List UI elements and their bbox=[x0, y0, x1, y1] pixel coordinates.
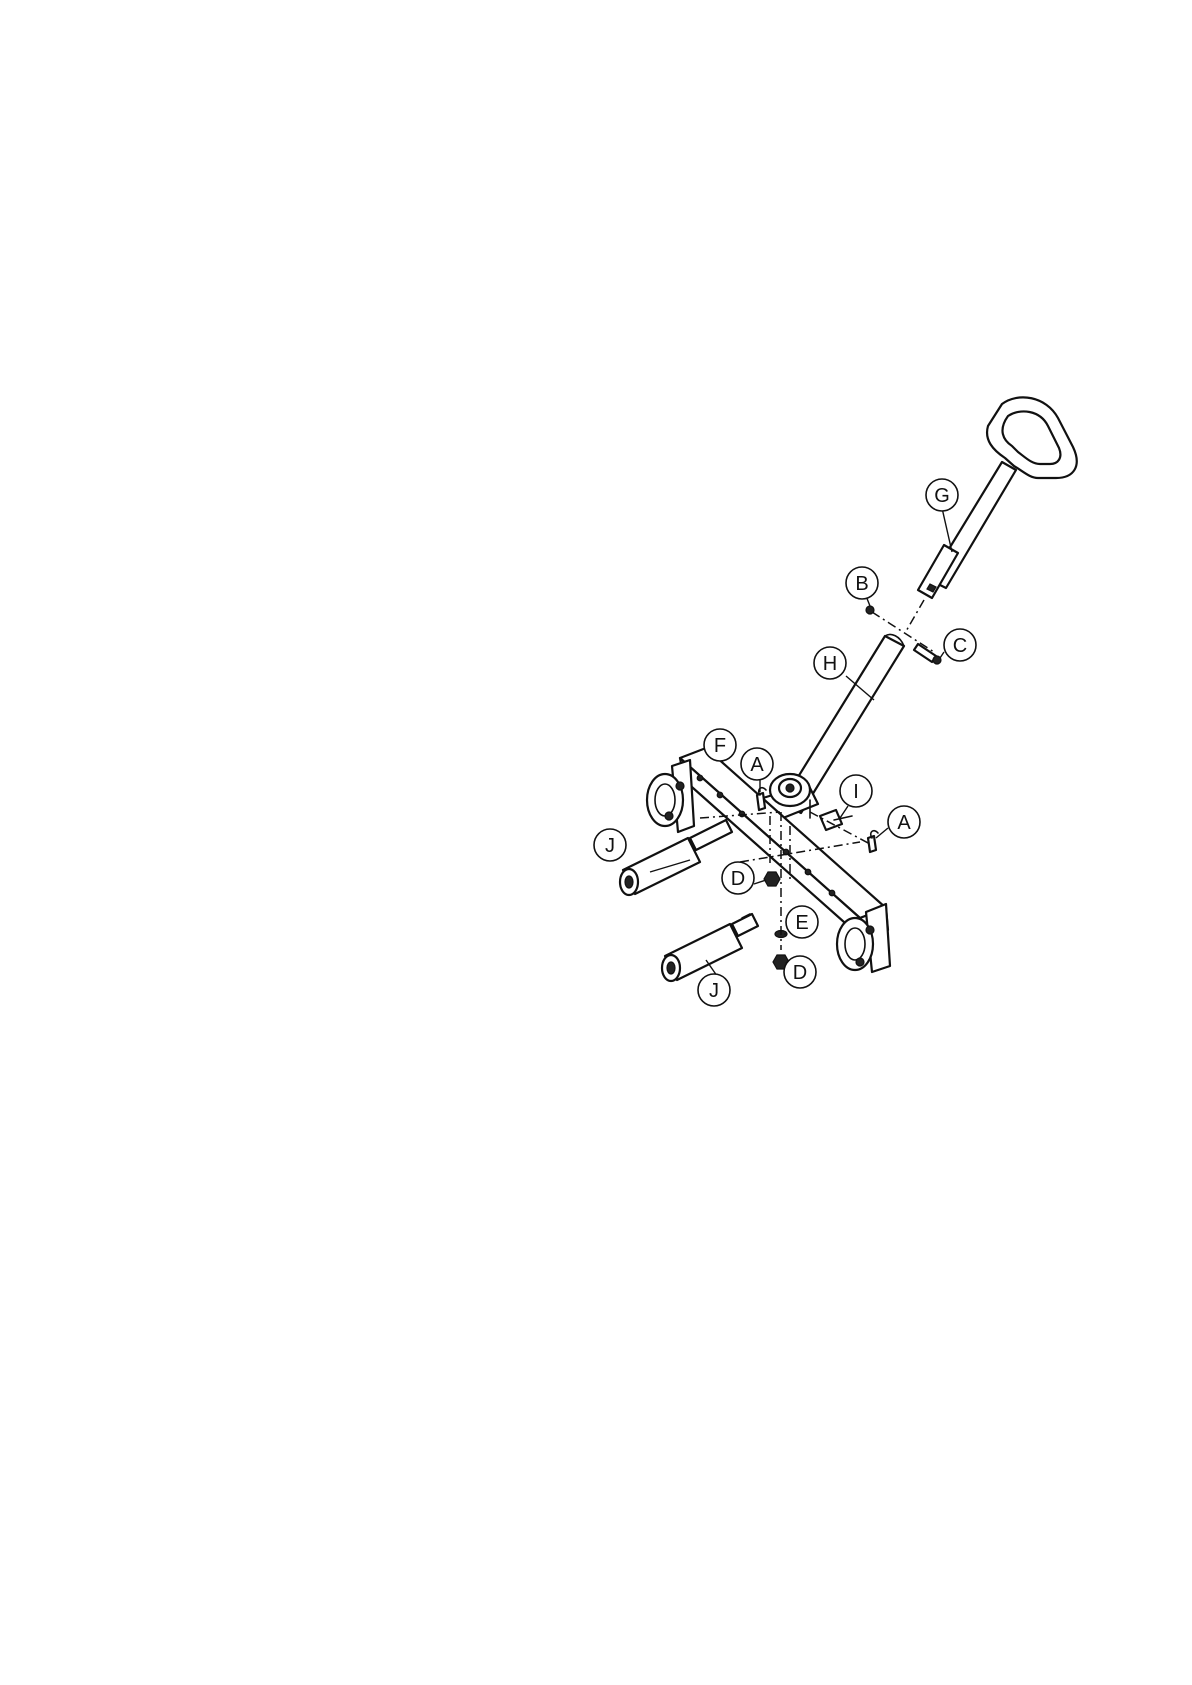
callout-a-upper: A bbox=[741, 748, 773, 780]
svg-text:I: I bbox=[853, 781, 859, 803]
callout-j-upper: J bbox=[594, 829, 626, 861]
svg-text:G: G bbox=[934, 485, 950, 507]
svg-text:D: D bbox=[731, 868, 745, 890]
svg-text:H: H bbox=[823, 653, 837, 675]
svg-text:F: F bbox=[714, 735, 726, 757]
svg-text:A: A bbox=[897, 812, 911, 834]
svg-text:C: C bbox=[953, 635, 967, 657]
callout-d-lower: D bbox=[784, 956, 816, 988]
svg-text:E: E bbox=[795, 912, 808, 934]
svg-text:J: J bbox=[709, 980, 719, 1002]
callout-i: I bbox=[840, 775, 872, 807]
callout-j-lower: J bbox=[698, 974, 730, 1006]
svg-text:A: A bbox=[750, 754, 764, 776]
left-wheel bbox=[647, 760, 694, 832]
callout-f: F bbox=[704, 729, 736, 761]
axle-j-upper bbox=[620, 820, 732, 895]
callout-e: E bbox=[786, 906, 818, 938]
callout-b: B bbox=[846, 567, 878, 599]
callout-d-upper: D bbox=[722, 862, 754, 894]
callout-h: H bbox=[814, 647, 846, 679]
callout-a-right: A bbox=[888, 806, 920, 838]
callout-g: G bbox=[926, 479, 958, 511]
axle-j-lower bbox=[662, 914, 758, 981]
svg-text:J: J bbox=[605, 835, 615, 857]
svg-text:D: D bbox=[793, 962, 807, 984]
svg-text:B: B bbox=[855, 573, 868, 595]
callout-c: C bbox=[944, 629, 976, 661]
